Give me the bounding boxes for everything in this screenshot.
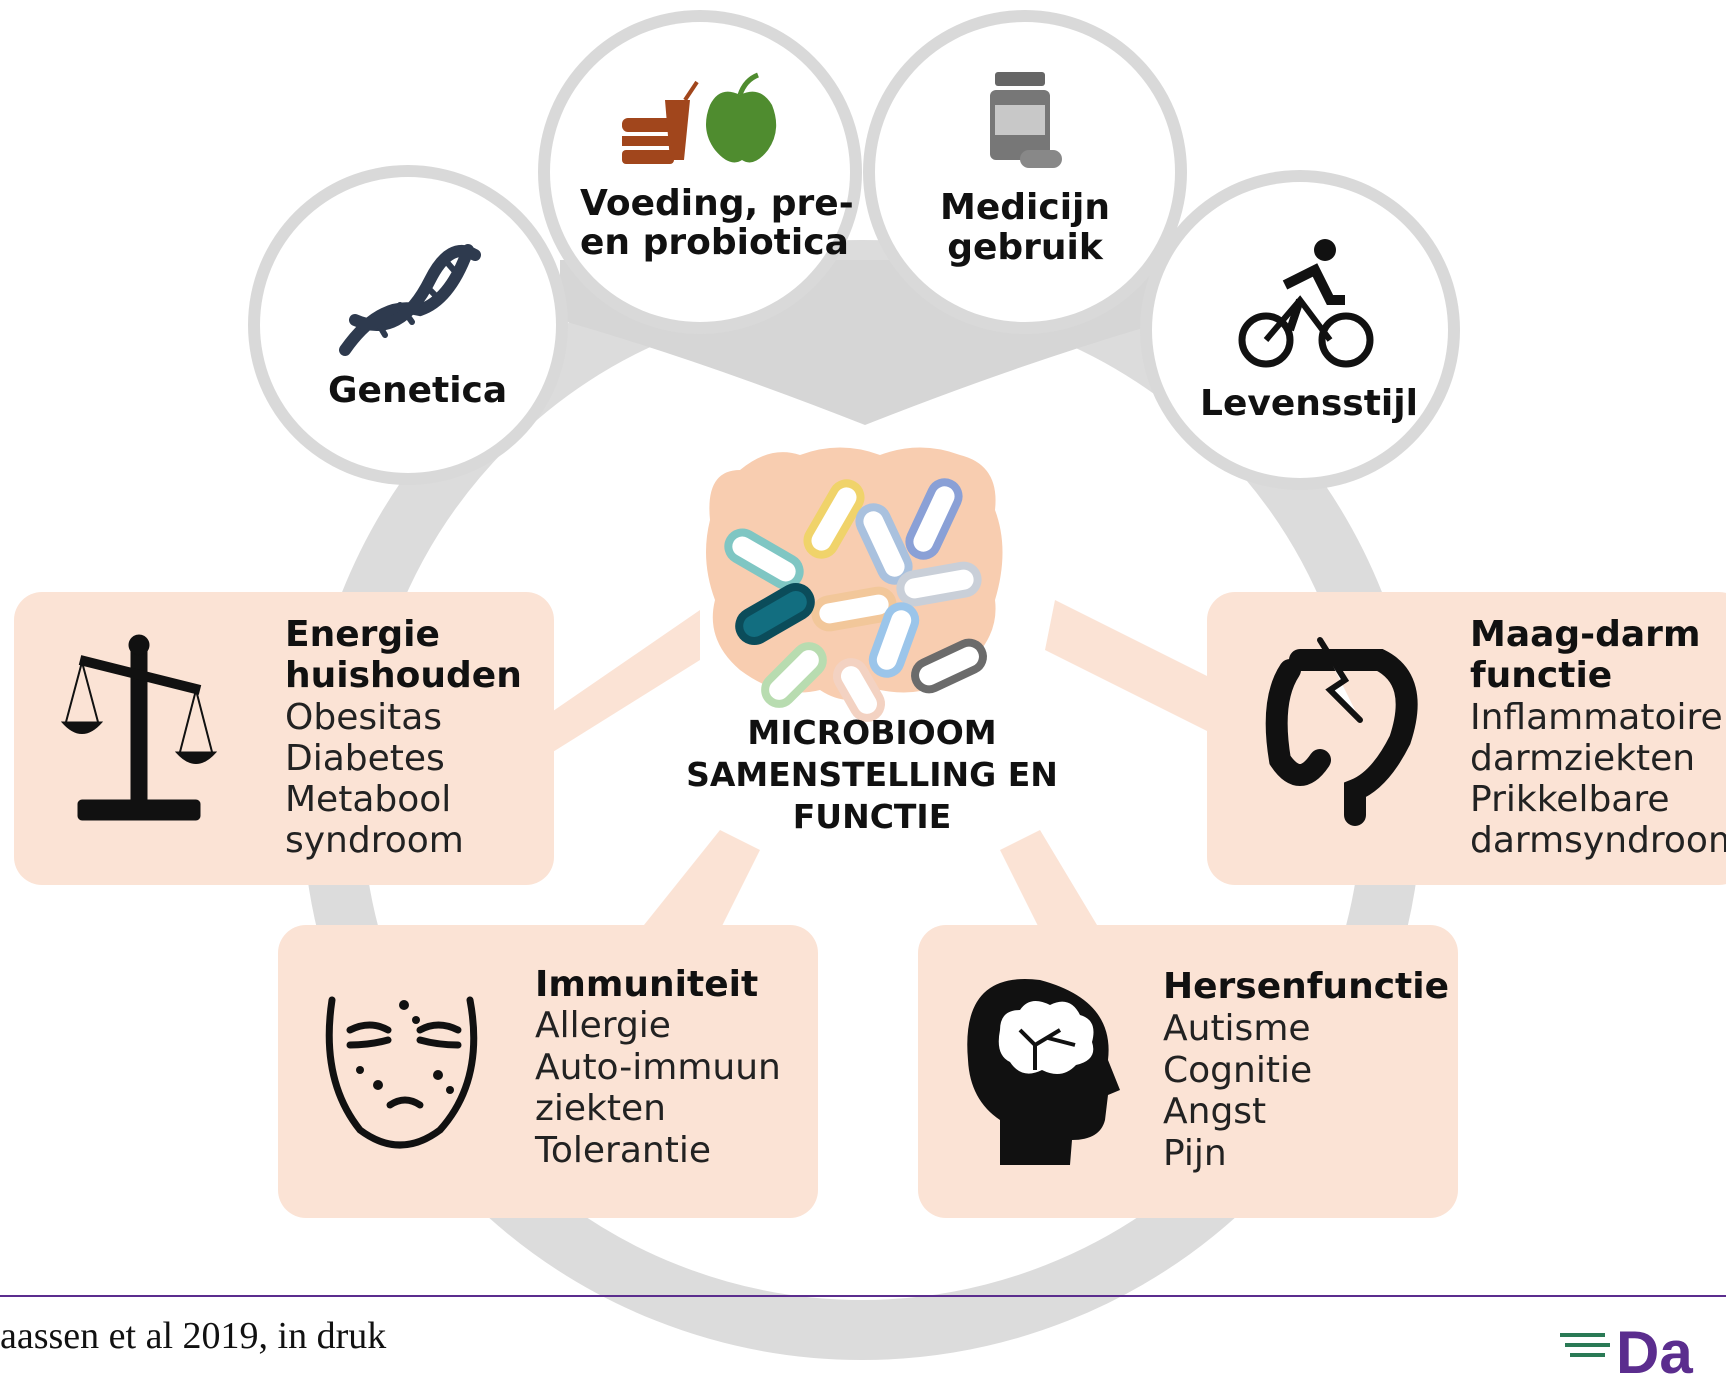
gut-title-line1: Maag-darm (1470, 614, 1701, 655)
pointer-energy (540, 610, 700, 760)
factor-label-genetica: Genetica (328, 370, 508, 411)
factor-circle-medicijn (863, 10, 1187, 334)
energy-item: syndroom (285, 820, 464, 861)
factor-circle-genetica (248, 165, 568, 485)
dna-icon (339, 244, 481, 356)
citation: aassen et al 2019, in druk (0, 1315, 387, 1357)
factor-label-voeding-2: en probiotica (580, 222, 849, 263)
factor-circle-voeding (538, 10, 862, 334)
cyclist-icon (1238, 239, 1374, 368)
immunity-item: Auto-immuun (535, 1047, 781, 1088)
factor-label-voeding-1: Voeding, pre- (580, 183, 854, 224)
center-title-line1: MICROBIOOM (747, 713, 997, 752)
factor-label-medicijn-2: gebruik (947, 227, 1103, 268)
gut-title-line2: functie (1470, 655, 1613, 696)
energy-item: Metabool (285, 779, 452, 820)
center-title-line3: FUNCTIE (792, 797, 952, 836)
factor-label-levensstijl: Levensstijl (1200, 383, 1418, 424)
immunity-item: Allergie (535, 1005, 671, 1046)
medicine-bottle-icon (990, 72, 1062, 168)
factor-circle-levensstijl (1140, 170, 1460, 490)
intestine-pain-icon (1265, 637, 1418, 826)
brain-item: Autisme (1163, 1008, 1311, 1049)
brain-item: Cognitie (1163, 1050, 1313, 1091)
food-apple-icon (622, 72, 777, 164)
factor-label-medicijn-1: Medicijn (940, 187, 1110, 228)
scale-icon (60, 634, 218, 821)
microbiome-gut-illustration (706, 447, 1003, 722)
energy-title-line2: huishouden (285, 655, 522, 696)
box-energy (14, 592, 554, 885)
energy-title-line1: Energie (285, 614, 440, 655)
immunity-item: ziekten (535, 1088, 666, 1129)
logo-gut-icon (1560, 1333, 1610, 1357)
brain-item: Pijn (1163, 1133, 1227, 1174)
center-title-line2: SAMENSTELLING EN (686, 755, 1058, 794)
pointer-brain (1000, 830, 1100, 930)
energy-item: Obesitas (285, 697, 443, 738)
gut-item: darmsyndroom (1470, 820, 1726, 861)
pointer-gut (1045, 600, 1215, 735)
gut-item: darmziekten (1470, 738, 1696, 779)
energy-item: Diabetes (285, 738, 445, 779)
head-brain-icon (967, 979, 1120, 1165)
brain-title: Hersenfunctie (1163, 966, 1449, 1007)
face-rash-icon (325, 996, 478, 1149)
pointer-immunity (640, 830, 760, 930)
gut-item: Inflammatoire (1470, 697, 1723, 738)
gut-item: Prikkelbare (1470, 779, 1670, 820)
immunity-title: Immuniteit (535, 964, 759, 1005)
logo-text: Da (1616, 1319, 1693, 1386)
brain-item: Angst (1163, 1091, 1267, 1132)
immunity-item: Tolerantie (535, 1130, 711, 1171)
